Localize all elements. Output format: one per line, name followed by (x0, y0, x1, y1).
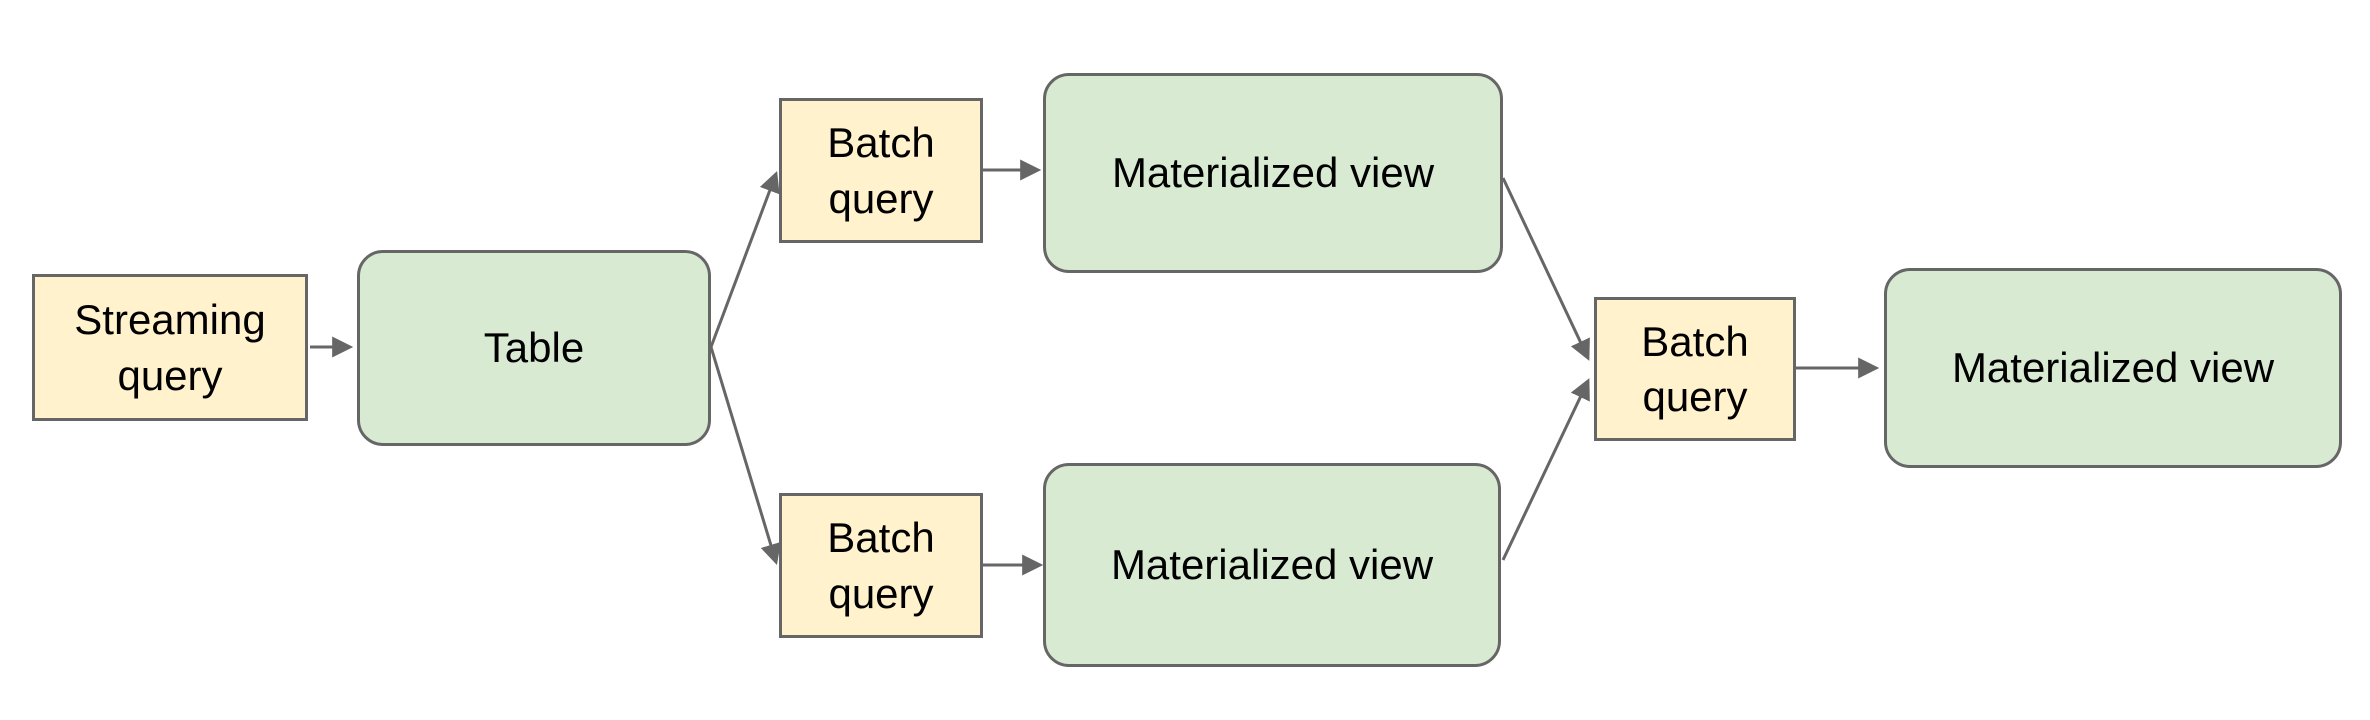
node-batch-query-right: Batch query (1594, 297, 1796, 441)
node-materialized-view-top-label: Materialized view (1111, 149, 1435, 197)
node-materialized-view-bottom-label: Materialized view (1110, 541, 1434, 589)
node-streaming-query-label: Streaming query (74, 296, 266, 399)
node-batch-query-right-label: Batch query (1641, 317, 1749, 420)
node-batch-query-top: Batch query (779, 98, 983, 243)
arrow-table-to-batch-query-top (709, 171, 780, 348)
node-batch-query-bottom: Batch query (779, 493, 983, 638)
node-table-label: Table (483, 324, 585, 372)
node-batch-query-bottom-label: Batch query (827, 514, 935, 617)
node-materialized-view-bottom: Materialized view (1043, 463, 1501, 667)
arrow-materialized-view-top-to-batch-query-right (1501, 177, 1590, 361)
arrow-table-to-batch-query-bottom (709, 346, 781, 566)
node-materialized-view-top: Materialized view (1043, 73, 1503, 273)
arrow-materialized-view-bottom-to-batch-query-right (1501, 378, 1590, 561)
node-materialized-view-right-label: Materialized view (1951, 344, 2275, 392)
node-streaming-query: Streaming query (32, 274, 308, 421)
node-table: Table (357, 250, 711, 446)
node-materialized-view-right: Materialized view (1884, 268, 2342, 468)
node-batch-query-top-label: Batch query (827, 119, 935, 222)
